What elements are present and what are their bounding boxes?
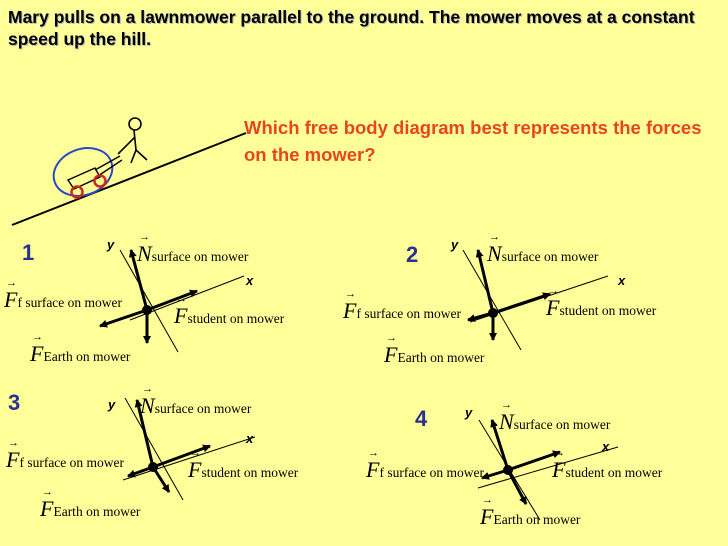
pull-subscript: student on mower xyxy=(187,311,285,326)
friction-subscript: f surface on mower xyxy=(356,306,462,321)
vector-symbol: N xyxy=(499,400,514,433)
vector-symbol: F xyxy=(546,286,559,319)
fbd-1-pull-label: Fstudent on mower xyxy=(174,294,285,328)
vector-symbol: F xyxy=(552,448,565,481)
vector-symbol: F xyxy=(30,332,43,365)
fbd-1-normal-label: Nsurface on mower xyxy=(137,232,249,266)
fbd-4-x-axis-label: x xyxy=(602,439,610,454)
vector-symbol: F xyxy=(480,495,493,528)
question-text: Which free body diagram best represents … xyxy=(244,117,702,165)
fbd-1-y-axis-label: y xyxy=(107,237,115,252)
vector-symbol: F xyxy=(343,289,356,322)
pull-subscript: student on mower xyxy=(565,465,663,480)
lawnmower-sketch xyxy=(66,155,123,199)
option-number-2: 2 xyxy=(406,242,419,267)
problem-statement: Mary pulls on a lawnmower parallel to th… xyxy=(8,7,695,49)
option-number-3: 3 xyxy=(8,390,21,415)
fbd-3-normal-label: Nsurface on mower xyxy=(140,384,252,418)
hill-scene xyxy=(11,117,247,226)
fbd-3-y-axis-label: y xyxy=(108,397,116,412)
vector-symbol: F xyxy=(174,294,187,327)
fbd-1-normal-arrow xyxy=(128,249,149,311)
fbd-4-object-dot xyxy=(503,465,513,475)
hill-slope xyxy=(11,132,247,226)
weight-subscript: Earth on mower xyxy=(43,349,131,364)
fbd-3-x-axis-label: x xyxy=(246,431,254,446)
pull-subscript: student on mower xyxy=(201,465,299,480)
weight-subscript: Earth on mower xyxy=(397,350,485,365)
fbd-option-2 xyxy=(462,249,609,351)
fbd-2-x-axis-label: x xyxy=(618,273,626,288)
fbd-2-pull-arrow xyxy=(492,292,551,315)
fbd-1-pull-arrow xyxy=(146,289,198,312)
fbd-2-weight-label: FEarth on mower xyxy=(384,333,485,367)
weight-subscript: Earth on mower xyxy=(53,504,141,519)
fbd-1-weight-label: FEarth on mower xyxy=(30,332,131,366)
fbd-option-4 xyxy=(477,419,619,521)
option-number-1: 1 xyxy=(22,240,35,265)
friction-subscript: f surface on mower xyxy=(19,455,125,470)
fbd-2-y-axis xyxy=(462,249,522,351)
fbd-1-object-dot xyxy=(142,305,152,315)
fbd-1-x-axis-label: x xyxy=(246,273,254,288)
vector-symbol: F xyxy=(4,278,17,311)
fbd-2-y-axis-label: y xyxy=(451,237,459,252)
fbd-option-1 xyxy=(99,249,245,353)
vector-symbol: F xyxy=(40,487,53,520)
fbd-2-friction-label: Ff surface on mower xyxy=(343,289,462,323)
fbd-4-pull-label: Fstudent on mower xyxy=(552,448,663,482)
fbd-4-pull-arrow xyxy=(507,450,561,472)
fbd-3-y-axis xyxy=(124,397,184,501)
pull-subscript: student on mower xyxy=(559,303,657,318)
normal-subscript: surface on mower xyxy=(151,249,249,264)
normal-subscript: surface on mower xyxy=(154,401,252,416)
fbd-4-normal-arrow xyxy=(490,419,510,471)
fbd-4-normal-label: Nsurface on mower xyxy=(499,400,611,434)
fbd-1-friction-label: Ff surface on mower xyxy=(4,278,123,312)
fbd-4-x-axis xyxy=(477,446,619,489)
fbd-4-y-axis-label: y xyxy=(465,405,473,420)
fbd-3-object-dot xyxy=(148,462,158,472)
stick-figure-mary xyxy=(117,117,148,164)
fbd-3-pull-label: Fstudent on mower xyxy=(188,448,299,482)
vector-symbol: N xyxy=(487,232,502,265)
vector-symbol: F xyxy=(366,448,379,481)
fbd-1-friction-arrow xyxy=(99,308,148,328)
vector-symbol: F xyxy=(384,333,397,366)
fbd-2-normal-label: Nsurface on mower xyxy=(487,232,599,266)
vector-symbol: F xyxy=(188,448,201,481)
fbd-4-friction-label: Ff surface on mower xyxy=(366,448,485,482)
fbd-2-normal-arrow xyxy=(475,249,495,314)
vector-symbol: N xyxy=(137,232,152,265)
fbd-2-object-dot xyxy=(488,308,498,318)
friction-subscript: f surface on mower xyxy=(379,465,485,480)
fbd-4-weight-label: FEarth on mower xyxy=(480,495,581,529)
vector-symbol: F xyxy=(6,438,19,471)
fbd-3-friction-label: Ff surface on mower xyxy=(6,438,125,472)
fbd-4-weight-arrow xyxy=(506,469,528,505)
normal-subscript: surface on mower xyxy=(501,249,599,264)
weight-subscript: Earth on mower xyxy=(493,512,581,527)
fbd-3-weight-label: FEarth on mower xyxy=(40,487,141,521)
mower-highlight-outline xyxy=(52,147,114,197)
vector-symbol: N xyxy=(140,384,155,417)
friction-subscript: f surface on mower xyxy=(17,295,123,310)
normal-subscript: surface on mower xyxy=(513,417,611,432)
option-number-4: 4 xyxy=(415,406,428,431)
fbd-1-y-axis xyxy=(119,249,179,353)
fbd-2-pull-label: Fstudent on mower xyxy=(546,286,657,320)
